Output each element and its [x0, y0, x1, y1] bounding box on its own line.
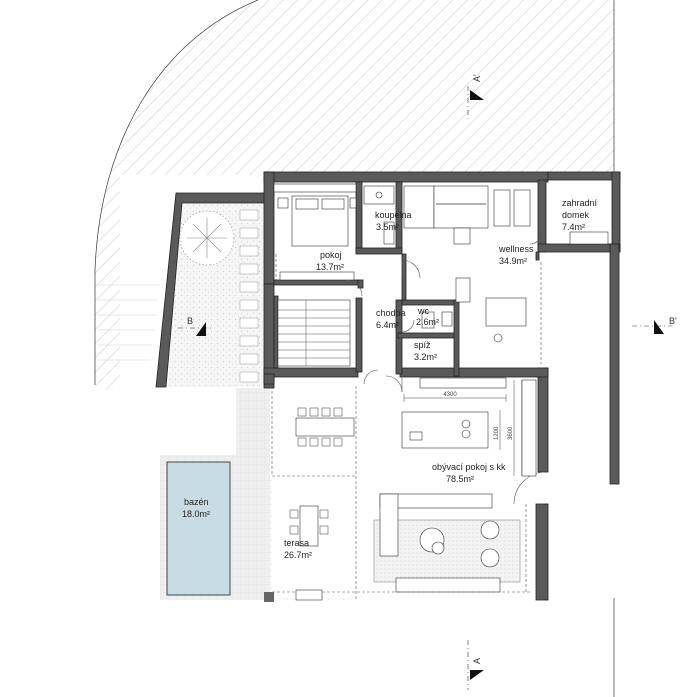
section-label-a-top: A' [472, 74, 482, 82]
room-spiz-name: spíž [414, 340, 431, 350]
room-koupelna-name: koupelna [375, 210, 412, 220]
pool [166, 461, 231, 596]
garden-wedge [155, 192, 269, 388]
room-zahradni-name-2: domek [562, 210, 590, 220]
section-label-a-bottom: A [472, 658, 482, 664]
section-arrow-a-top [470, 90, 484, 100]
room-wellness-area: 34.9m² [499, 256, 527, 266]
room-wc-area: 2.6m² [416, 317, 439, 327]
room-wc-name: wc [417, 306, 429, 316]
dim-1200: 1200 [494, 426, 500, 440]
room-chodba-area: 6.4m² [376, 320, 399, 330]
interior-walls [273, 181, 540, 377]
staircase [277, 299, 351, 367]
living-furniture [272, 377, 537, 593]
room-wellness-name: wellness [498, 244, 534, 254]
section-label-b-left: B [187, 316, 193, 326]
dim-4300: 4300 [443, 392, 457, 398]
dim-3600: 3600 [508, 426, 514, 440]
dining-furniture [271, 386, 357, 600]
room-obyvaci-name: obývací pokoj s kk [432, 462, 506, 472]
room-zahradni-name-1: zahradní [562, 198, 598, 208]
section-arrow-a-bottom [470, 670, 484, 680]
room-bazen-name: bazén [184, 497, 209, 507]
dimension-lines [403, 380, 515, 476]
bath-fixtures [363, 185, 542, 364]
room-terasa-name: terasa [284, 538, 309, 548]
section-arrow-b-right [654, 320, 664, 334]
section-markers [178, 86, 672, 690]
room-bazen-area: 18.0m² [182, 509, 210, 519]
room-koupelna-area: 3.5m² [376, 222, 399, 232]
garden-house-bench [569, 231, 609, 245]
bedroom-furniture [273, 183, 357, 281]
room-obyvaci-area: 78.5m² [446, 474, 474, 484]
room-zahradni-area: 7.4m² [562, 222, 585, 232]
room-spiz-area: 3.2m² [414, 352, 437, 362]
room-pokoj-area: 13.7m² [316, 262, 344, 272]
exterior-walls [263, 171, 621, 601]
room-chodba-name: chodba [376, 308, 406, 318]
paved-strip [236, 388, 270, 600]
terrace-furniture [264, 505, 329, 602]
room-pokoj-name: pokoj [320, 250, 342, 260]
room-terasa-area: 26.7m² [284, 550, 312, 560]
door-swings [345, 231, 547, 505]
section-arrow-b-left [196, 322, 206, 336]
section-label-b-right: B' [669, 316, 677, 326]
